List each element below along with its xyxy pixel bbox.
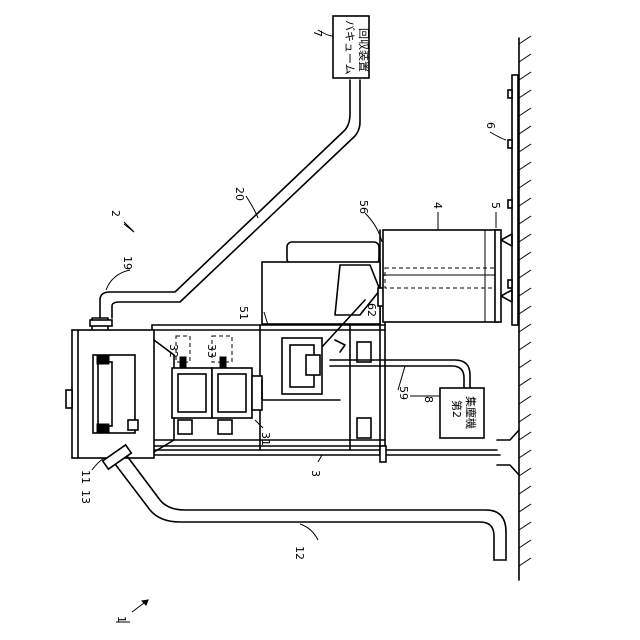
- ref-51: 51: [237, 306, 250, 320]
- hopper: [66, 330, 174, 458]
- ref-12: 12: [293, 546, 306, 560]
- ref-11: 11: [79, 470, 92, 484]
- ref-56: 56: [357, 200, 370, 214]
- ref-7: 7: [311, 30, 324, 37]
- ref-5: 5: [489, 202, 502, 209]
- ref-2: 2: [109, 210, 122, 217]
- ref-33: 33: [205, 344, 218, 358]
- ref-4: 4: [431, 202, 444, 209]
- ref-20: 20: [233, 187, 246, 201]
- screen-units: [172, 336, 345, 434]
- collector-box-line1: 第2: [450, 400, 464, 418]
- reference-numerals: 7 6 4 5 56 20 2 19 51 62 32 33 59 8 31 1…: [79, 30, 502, 623]
- ref-31: 31: [259, 432, 272, 446]
- ref-3: 3: [309, 470, 322, 477]
- rail: [508, 75, 518, 325]
- second-collector-box: 第2 集塵機: [440, 388, 484, 438]
- duct-12: [103, 445, 506, 560]
- vacuum-recovery-box: バキューム 回収装置: [333, 16, 370, 78]
- vacuum-box-line1: バキューム: [343, 20, 356, 75]
- ref-59: 59: [397, 386, 410, 400]
- ref-32: 32: [167, 344, 180, 358]
- ref-13: 13: [79, 490, 92, 504]
- vacuum-box-line2: 回収装置: [357, 28, 370, 72]
- ref-6: 6: [484, 122, 497, 129]
- ref-8: 8: [422, 396, 435, 403]
- ref-19: 19: [121, 256, 134, 270]
- ground: [519, 36, 531, 580]
- ref-62: 62: [365, 303, 378, 317]
- tank: [383, 230, 512, 322]
- collector-box-line2: 集塵機: [464, 396, 478, 429]
